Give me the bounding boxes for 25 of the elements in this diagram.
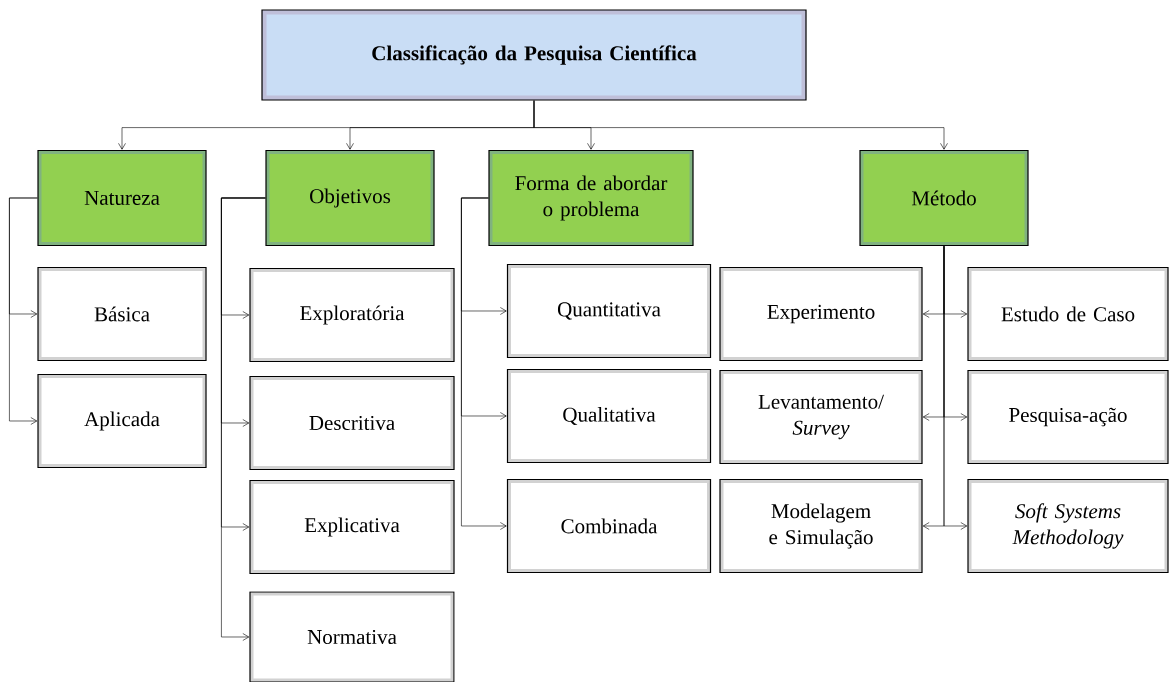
item-box: Quantitativa [506,263,712,359]
category-box: Método [859,149,1029,247]
item-box: Estudo de Caso [967,266,1169,362]
arrow [461,197,507,530]
category-box: Forma de abordar o problema [488,149,694,247]
item-box: Qualitativa [506,368,712,464]
item-box: Experimento [719,266,923,362]
item-box: Exploratória [249,267,455,363]
category-box: Natureza [37,149,207,247]
item-box: Pesquisa-ação [967,369,1169,465]
arrow [221,197,266,641]
item-box: Aplicada [37,373,207,469]
item-box: Levantamento/ Survey [719,369,923,465]
title-box: Classificação da Pesquisa Científica [261,9,807,101]
item-box: Explicativa [249,479,455,575]
arrow [943,245,968,530]
item-box: Combinada [506,478,712,574]
item-box: Normativa [249,591,455,682]
item-box: Soft Systems Methodology [967,478,1169,574]
item-box: Básica [37,266,207,362]
category-box: Objetivos [265,149,435,247]
item-box: Modelagem e Simulação [719,478,923,574]
item-box: Descritiva [249,375,455,471]
arrow [9,197,38,425]
arrow [533,100,948,150]
